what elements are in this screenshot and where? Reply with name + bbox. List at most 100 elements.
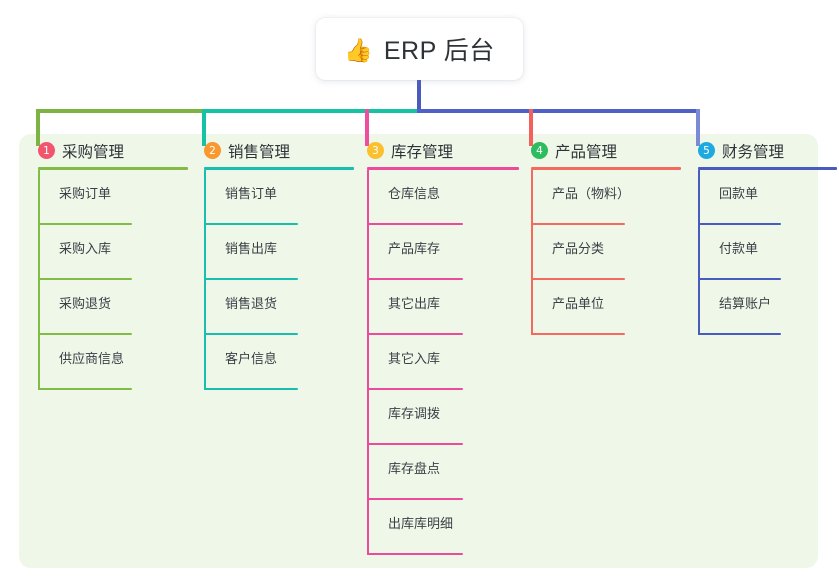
column-spine-1: [38, 170, 40, 390]
column-spine-3: [367, 170, 369, 555]
list-item-rule: [698, 278, 781, 280]
list-item-label: 销售出库: [225, 241, 278, 256]
bus-segment-2: [202, 109, 421, 113]
list-item-rule: [367, 553, 463, 555]
column-body-2: 销售订单销售出库销售退货客户信息: [204, 170, 365, 390]
list-item[interactable]: 仓库信息: [367, 170, 530, 225]
list-item-rule: [367, 278, 463, 280]
column-rule-1: [38, 167, 188, 170]
root-node-card[interactable]: 👍 ERP 后台: [316, 18, 523, 80]
list-item[interactable]: 销售订单: [204, 170, 365, 225]
column-3: 3 库存管理仓库信息产品库存其它出库其它入库库存调拨库存盘点出库库明细: [348, 134, 530, 555]
list-item-rule: [38, 333, 132, 335]
column-1: 1 采购管理采购订单采购入库采购退货供应商信息: [19, 134, 199, 390]
list-item[interactable]: 采购退货: [38, 280, 199, 335]
column-body-3: 仓库信息产品库存其它出库其它入库库存调拨库存盘点出库库明细: [367, 170, 530, 555]
list-item[interactable]: 供应商信息: [38, 335, 199, 390]
drop-connector-5: [696, 109, 700, 146]
list-item-rule: [531, 333, 625, 335]
column-container: 1 采购管理采购订单采购入库采购退货供应商信息 2 销售管理销售订单销售出库销售退货客…: [19, 134, 837, 568]
list-item-label: 其它出库: [388, 296, 441, 311]
column-spine-5: [698, 170, 700, 335]
list-item-rule: [204, 278, 298, 280]
list-item-label: 采购入库: [59, 241, 112, 256]
column-header-2[interactable]: 2 销售管理: [185, 134, 365, 167]
column-title-4: 产品管理: [555, 143, 618, 161]
column-title-5: 财务管理: [722, 143, 785, 161]
column-body-5: 回款单付款单结算账户: [698, 170, 839, 335]
column-badge-4: 4: [531, 142, 548, 159]
list-item-label: 回款单: [719, 186, 759, 201]
list-item-rule: [531, 278, 625, 280]
list-item[interactable]: 其它入库: [367, 335, 530, 390]
list-item-rule: [204, 333, 298, 335]
list-item[interactable]: 库存调拨: [367, 390, 530, 445]
list-item[interactable]: 销售退货: [204, 280, 365, 335]
column-4: 4 产品管理产品（物料） 产品分类产品单位: [512, 134, 692, 335]
column-badge-1: 1: [38, 142, 55, 159]
list-item[interactable]: 产品分类: [531, 225, 692, 280]
list-item-rule: [204, 223, 298, 225]
column-rule-3: [367, 167, 519, 170]
list-item[interactable]: 回款单: [698, 170, 839, 225]
list-item[interactable]: 结算账户: [698, 280, 839, 335]
list-item[interactable]: 其它出库: [367, 280, 530, 335]
column-title-3: 库存管理: [391, 143, 454, 161]
list-item[interactable]: 销售出库: [204, 225, 365, 280]
bus-segment-3: [417, 109, 700, 113]
list-item-label: 采购退货: [59, 296, 112, 311]
content-panel: [19, 134, 818, 568]
list-item-label: 客户信息: [225, 351, 278, 366]
column-header-1[interactable]: 1 采购管理: [19, 134, 199, 167]
list-item-label: 供应商信息: [59, 351, 125, 366]
list-item[interactable]: 付款单: [698, 225, 839, 280]
column-badge-2: 2: [204, 142, 221, 159]
list-item[interactable]: 产品库存: [367, 225, 530, 280]
list-item-rule: [367, 443, 463, 445]
list-item-label: 产品分类: [552, 241, 605, 256]
list-item-label: 库存盘点: [388, 461, 441, 476]
list-item-rule: [38, 223, 132, 225]
list-item-rule: [367, 223, 463, 225]
bus-segment-1: [36, 109, 206, 113]
list-item-label: 库存调拨: [388, 406, 441, 421]
list-item-rule: [698, 223, 781, 225]
column-title-1: 采购管理: [62, 143, 125, 161]
column-rule-2: [204, 167, 354, 170]
column-spine-2: [204, 170, 206, 390]
list-item-rule: [204, 388, 298, 390]
thumbs-up-icon: 👍: [344, 36, 373, 63]
list-item-label: 仓库信息: [388, 186, 441, 201]
drop-connector-3: [365, 109, 369, 146]
list-item-rule: [38, 278, 132, 280]
list-item-rule: [531, 223, 625, 225]
list-item[interactable]: 出库库明细: [367, 500, 530, 555]
column-header-4[interactable]: 4 产品管理: [512, 134, 692, 167]
column-body-4: 产品（物料） 产品分类产品单位: [531, 170, 692, 335]
list-item[interactable]: 客户信息: [204, 335, 365, 390]
list-item[interactable]: 采购入库: [38, 225, 199, 280]
column-header-3[interactable]: 3 库存管理: [348, 134, 530, 167]
list-item-label: 产品单位: [552, 296, 605, 311]
list-item-label: 其它入库: [388, 351, 441, 366]
column-2: 2 销售管理销售订单销售出库销售退货客户信息: [185, 134, 365, 390]
list-item-label: 销售订单: [225, 186, 278, 201]
trunk-connector: [417, 80, 421, 113]
column-badge-3: 3: [367, 142, 384, 159]
column-rule-5: [698, 167, 837, 170]
list-item-label: 产品（物料）: [552, 186, 631, 201]
list-item-label: 出库库明细: [388, 516, 454, 531]
column-title-2: 销售管理: [228, 143, 291, 161]
list-item-label: 采购订单: [59, 186, 112, 201]
list-item[interactable]: 产品（物料）: [531, 170, 692, 225]
list-item-label: 结算账户: [719, 296, 772, 311]
list-item[interactable]: 库存盘点: [367, 445, 530, 500]
list-item-label: 付款单: [719, 241, 759, 256]
list-item-label: 销售退货: [225, 296, 278, 311]
list-item[interactable]: 产品单位: [531, 280, 692, 335]
column-body-1: 采购订单采购入库采购退货供应商信息: [38, 170, 199, 390]
list-item[interactable]: 采购订单: [38, 170, 199, 225]
drop-connector-4: [529, 109, 533, 146]
